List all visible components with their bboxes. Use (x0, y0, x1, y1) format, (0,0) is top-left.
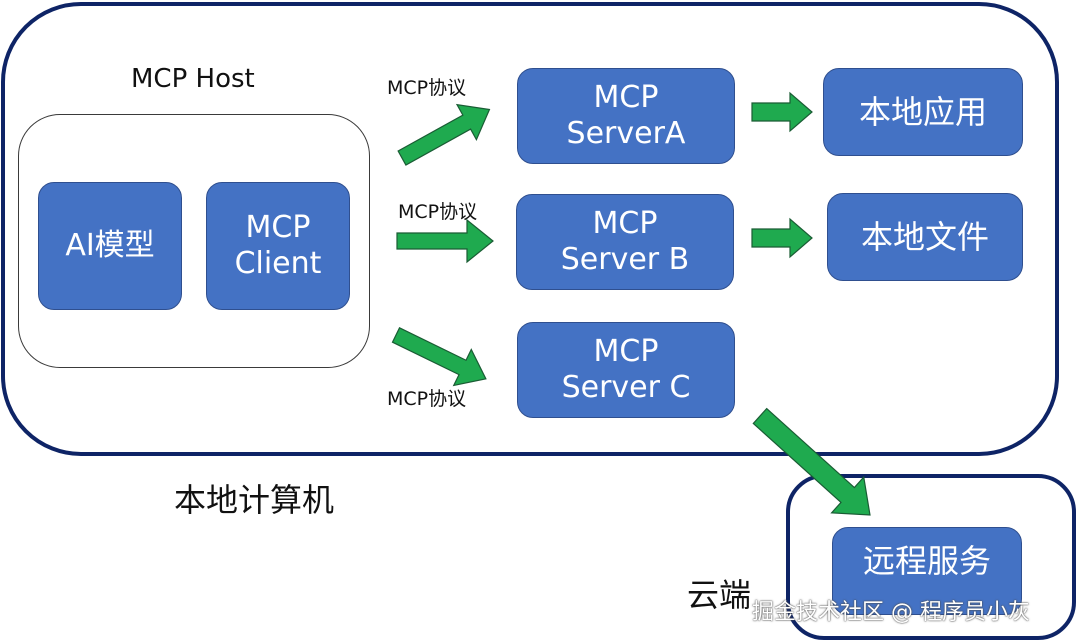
mcp-host-box (18, 114, 370, 368)
local-computer-label: 本地计算机 (174, 481, 335, 519)
local-app-node: 本地应用 (823, 68, 1023, 156)
protocol-label-c: MCP协议 (387, 388, 467, 410)
local-file-label: 本地文件 (860, 217, 989, 256)
server-a-label-line1: MCP (593, 80, 659, 115)
remote-service-label: 远程服务 (862, 542, 991, 580)
mcp-server-c-node: MCP Server C (517, 322, 735, 418)
ai-model-node: AI模型 (38, 182, 182, 310)
mcp-client-label-line1: MCP (245, 210, 311, 245)
mcp-host-title: MCP Host (131, 64, 255, 94)
watermark: 掘金技术社区 @ 程序员小灰 (752, 600, 1030, 625)
server-b-label-line2: Server B (560, 242, 690, 277)
mcp-server-a-node: MCP ServerA (517, 68, 735, 164)
server-c-label-line1: MCP (593, 334, 659, 369)
local-app-label: 本地应用 (858, 92, 987, 131)
protocol-label-a: MCP协议 (387, 77, 467, 99)
cloud-boundary (786, 474, 1076, 640)
local-file-node: 本地文件 (827, 193, 1023, 281)
ai-model-label: AI模型 (65, 228, 155, 263)
cloud-label: 云端 (687, 576, 752, 614)
server-a-label-line2: ServerA (566, 116, 686, 151)
mcp-server-b-node: MCP Server B (516, 194, 734, 290)
server-b-label-line1: MCP (592, 206, 658, 241)
remote-service-node: 远程服务 (832, 527, 1022, 615)
local-computer-boundary (1, 2, 1059, 456)
mcp-client-node: MCP Client (206, 182, 350, 310)
mcp-client-label-line2: Client (234, 246, 322, 281)
server-c-label-line2: Server C (561, 370, 691, 405)
protocol-label-b: MCP协议 (398, 201, 478, 223)
